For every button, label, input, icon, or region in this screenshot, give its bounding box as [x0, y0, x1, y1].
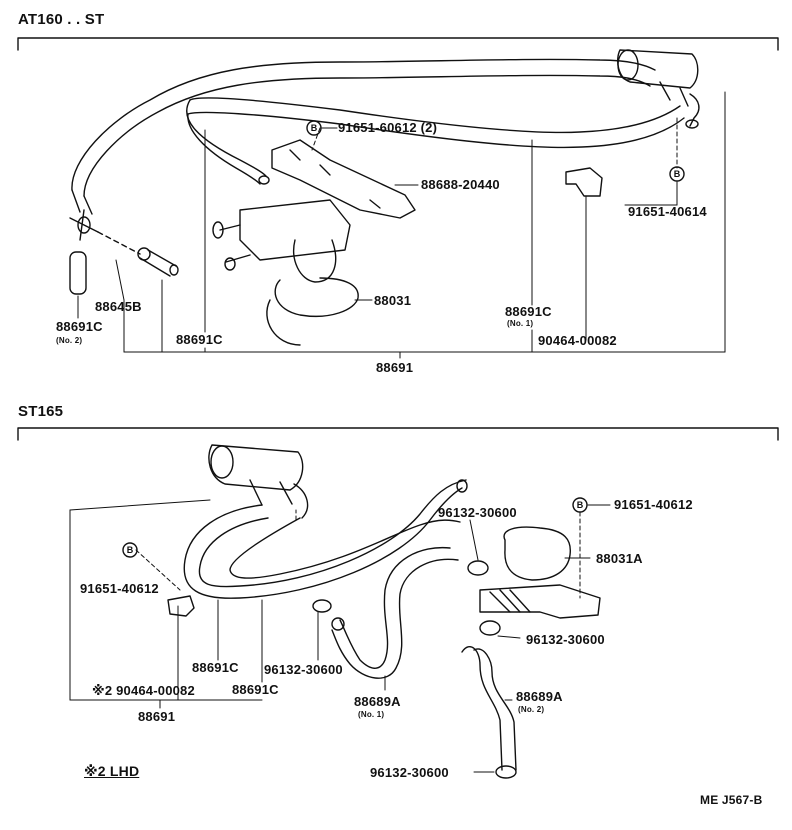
top-bracket-88688 — [271, 139, 416, 219]
bolt-marker-letter: B — [674, 169, 681, 179]
part-label-91651-60612: 91651-60612 (2) — [338, 120, 438, 135]
part-label-88688-20440: 88688-20440 — [421, 177, 500, 192]
top-dashed-link — [97, 231, 141, 255]
bottom-frame-bracket — [17, 427, 779, 441]
top-bolt-marker-2 — [669, 166, 685, 182]
top-t-connector — [69, 209, 99, 241]
bottom-hose-88689a-no1 — [331, 546, 459, 679]
part-label-88691c-b: 88691C — [232, 682, 279, 697]
part-label-96132-30600-c: 96132-30600 — [264, 662, 343, 677]
part-label-91651-40612-right: 91651-40612 — [614, 497, 693, 512]
top-fitting-88645b — [137, 247, 179, 277]
part-label-88689a-no1: 88689A — [354, 694, 401, 709]
part-label-91651-40612-left: 91651-40612 — [80, 581, 159, 596]
bolt-marker-letter: B — [577, 500, 584, 510]
part-label-88645b: 88645B — [95, 299, 142, 314]
figure-code: ME J567-B — [700, 793, 763, 807]
top-clip-90464 — [565, 167, 603, 197]
part-label-88031: 88031 — [374, 293, 412, 308]
top-frame-bracket — [17, 37, 779, 51]
part-sublabel-88689a-no1: (No. 1) — [358, 710, 385, 719]
top-vsv-valve — [617, 49, 700, 129]
part-label-96132-30600-a: 96132-30600 — [438, 505, 517, 520]
bolt-marker-letter: B — [311, 123, 318, 133]
section-title-bottom: ST165 — [18, 403, 64, 420]
part-sublabel-no2: (No. 2) — [56, 336, 83, 345]
bottom-hose-88689a-no2 — [461, 646, 517, 771]
part-label-90464-00082: 90464-00082 — [538, 333, 617, 348]
bottom-hose-end — [456, 479, 468, 493]
part-label-88691c-no1: 88691C — [505, 304, 552, 319]
part-label-88689a-no2: 88689A — [516, 689, 563, 704]
top-bolt-marker-1 — [306, 120, 322, 136]
top-leaders — [77, 91, 726, 359]
bottom-long-hose — [183, 479, 467, 599]
part-label-88031a: 88031A — [596, 551, 643, 566]
part-label-96132-30600-b: 96132-30600 — [526, 632, 605, 647]
part-label-88691c-a: 88691C — [192, 660, 239, 675]
top-pipe-no2 — [69, 251, 87, 295]
part-label-88691c-mid: 88691C — [176, 332, 223, 347]
bottom-clip-90464 — [167, 595, 195, 617]
bolt-marker-letter: B — [127, 545, 134, 555]
bottom-clamps — [312, 560, 517, 779]
top-left-hose-end — [71, 189, 93, 215]
bottom-vsv-valve — [208, 444, 309, 519]
part-label-91651-40614: 91651-40614 — [628, 204, 707, 219]
part-sublabel-88689a-no2: (No. 2) — [518, 705, 545, 714]
part-label-88691-top: 88691 — [376, 360, 414, 375]
part-label-note2-90464-00082: ※2 90464-00082 — [92, 683, 195, 698]
bottom-bolt-marker-1 — [572, 497, 588, 513]
top-long-hose — [71, 58, 656, 197]
bottom-actuator-88031a — [479, 526, 601, 619]
footnote-lhd: ※2 LHD — [84, 763, 140, 779]
top-actuator-88031 — [212, 199, 359, 346]
section-title-top: AT160 . . ST — [18, 11, 105, 28]
bottom-leaders — [69, 499, 611, 773]
part-label-96132-30600-d: 96132-30600 — [370, 765, 449, 780]
part-label-88691-bottom: 88691 — [138, 709, 176, 724]
bottom-bolt-marker-2 — [122, 542, 138, 558]
part-sublabel-no1: (No. 1) — [507, 319, 534, 328]
part-label-88691c-no2: 88691C — [56, 319, 103, 334]
top-second-hose — [186, 97, 685, 185]
